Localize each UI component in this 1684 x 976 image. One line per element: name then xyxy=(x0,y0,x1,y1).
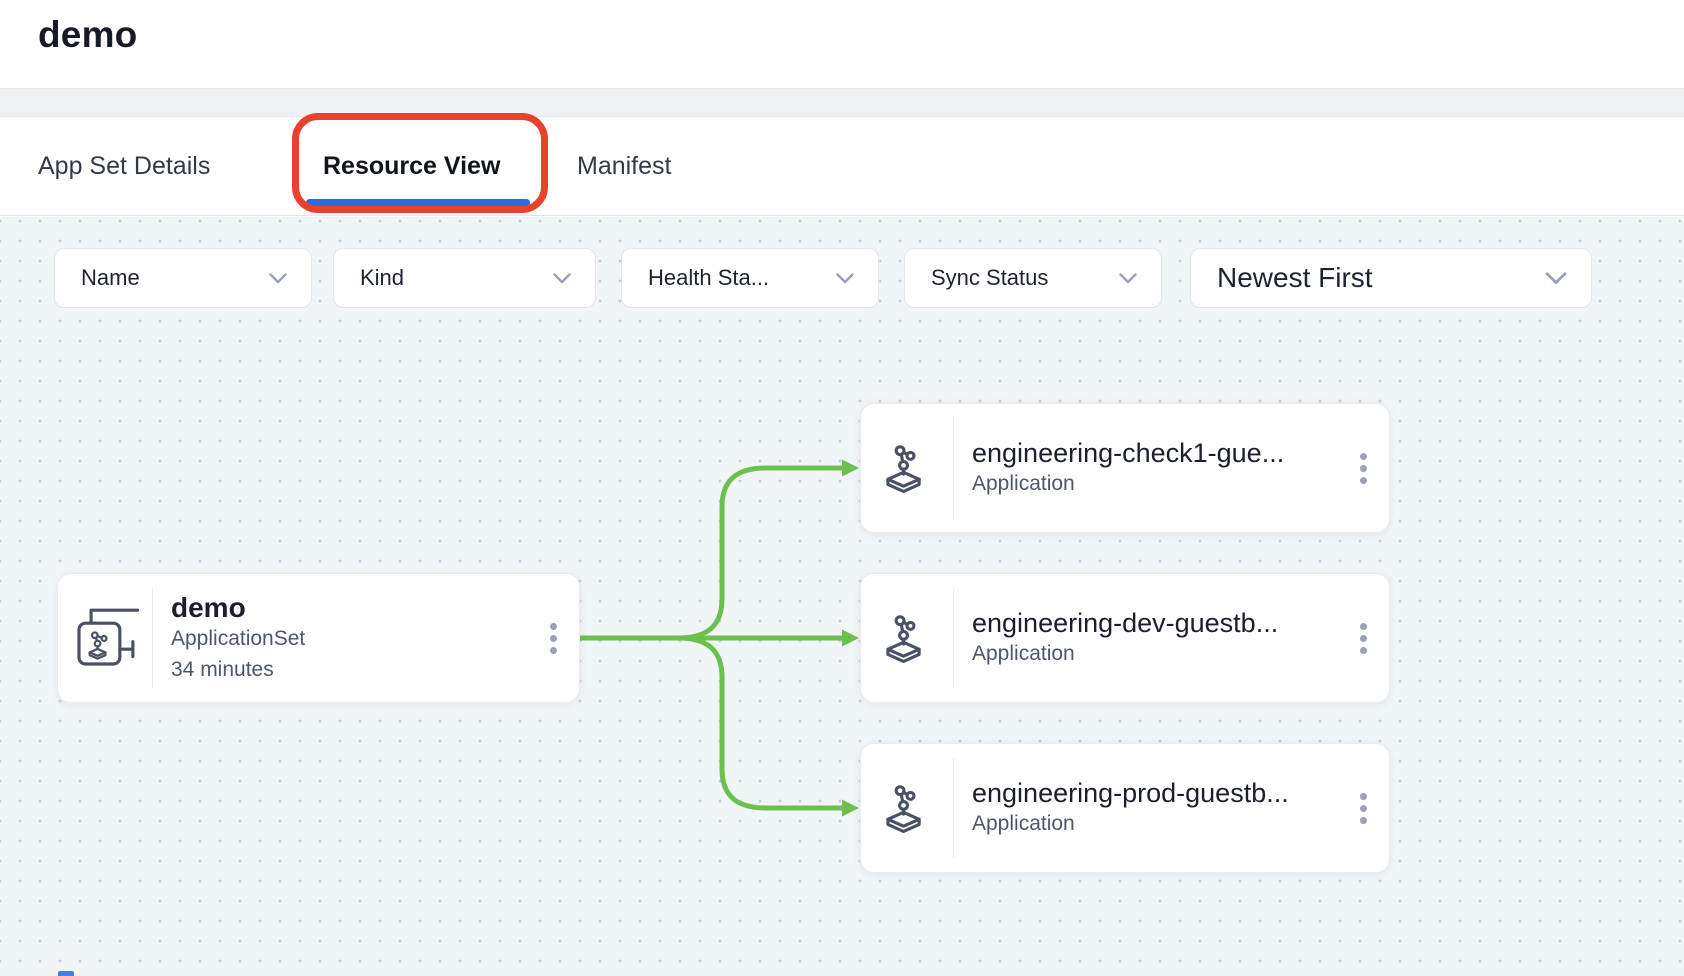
tab-bar: App Set Details Resource View Manifest xyxy=(0,113,1684,216)
node-kind: Application xyxy=(972,471,1075,495)
node-text: demo ApplicationSet 34 minutes xyxy=(153,574,536,702)
arrowhead-icon xyxy=(842,799,859,817)
node-text: engineering-check1-gue... Application xyxy=(954,404,1346,532)
node-kind: Application xyxy=(972,641,1075,665)
node-title: engineering-prod-guestb... xyxy=(972,777,1289,808)
node-icon-column xyxy=(861,404,953,532)
page-title: demo xyxy=(38,14,138,55)
chevron-down-icon xyxy=(1545,271,1567,284)
tab-app-set-details-label: App Set Details xyxy=(38,151,211,180)
chevron-down-icon xyxy=(269,272,287,283)
node-application-1[interactable]: engineering-check1-gue... Application xyxy=(860,403,1390,533)
node-divider xyxy=(152,588,153,688)
sort-order-dropdown[interactable]: Newest First xyxy=(1190,248,1592,308)
kebab-menu-icon[interactable] xyxy=(1346,783,1381,834)
node-title: engineering-check1-gue... xyxy=(972,437,1285,468)
node-kind: ApplicationSet xyxy=(171,627,306,651)
filter-kind-dropdown[interactable]: Kind xyxy=(333,248,596,308)
resource-graph-canvas[interactable]: Name Kind Health Sta... Sync Status Newe… xyxy=(0,217,1684,976)
node-kind: Application xyxy=(972,811,1075,835)
chevron-down-icon xyxy=(836,272,854,283)
filter-health-status-dropdown[interactable]: Health Sta... xyxy=(621,248,879,308)
node-divider xyxy=(953,418,954,518)
chevron-down-icon xyxy=(553,272,571,283)
node-age: 34 minutes xyxy=(171,657,274,681)
edge-to-child-1 xyxy=(580,465,843,641)
node-icon-column xyxy=(58,574,152,702)
kebab-menu-icon[interactable] xyxy=(1346,613,1381,664)
filter-kind-label: Kind xyxy=(360,265,405,290)
tab-manifest-label: Manifest xyxy=(577,151,672,180)
node-application-3[interactable]: engineering-prod-guestb... Application xyxy=(860,743,1390,873)
filter-sync-status-dropdown[interactable]: Sync Status xyxy=(904,248,1162,308)
tab-manifest[interactable]: Manifest xyxy=(577,117,671,215)
filter-sync-status-label: Sync Status xyxy=(931,265,1049,290)
filter-health-status-label: Health Sta... xyxy=(648,265,770,290)
node-divider xyxy=(953,758,954,858)
node-text: engineering-prod-guestb... Application xyxy=(954,744,1346,872)
node-text: engineering-dev-guestb... Application xyxy=(954,574,1346,702)
node-icon-column xyxy=(861,744,953,872)
arrowhead-icon xyxy=(842,629,859,647)
tab-resource-view-label: Resource View xyxy=(323,151,501,180)
sort-order-label: Newest First xyxy=(1217,262,1373,293)
application-icon xyxy=(886,615,921,663)
application-icon xyxy=(886,445,921,493)
node-title: engineering-dev-guestb... xyxy=(972,607,1279,638)
bottom-left-partial-control[interactable] xyxy=(58,971,74,976)
filter-name-label: Name xyxy=(81,265,140,290)
kebab-menu-icon[interactable] xyxy=(1346,443,1381,494)
filter-name-dropdown[interactable]: Name xyxy=(54,248,312,308)
kebab-menu-icon[interactable] xyxy=(536,613,571,664)
node-icon-column xyxy=(861,574,953,702)
header-divider-strip xyxy=(0,88,1684,117)
node-title: demo xyxy=(171,591,246,623)
active-tab-underline xyxy=(306,199,530,206)
application-icon xyxy=(886,785,921,833)
arrowhead-icon xyxy=(842,459,859,477)
applicationset-icon xyxy=(77,608,140,666)
node-divider xyxy=(953,588,954,688)
chevron-down-icon xyxy=(1119,272,1137,283)
node-application-2[interactable]: engineering-dev-guestb... Application xyxy=(860,573,1390,703)
node-applicationset-root[interactable]: demo ApplicationSet 34 minutes xyxy=(57,573,580,703)
edge-to-child-3 xyxy=(580,635,843,811)
page-header: demo xyxy=(0,0,1684,88)
tab-app-set-details[interactable]: App Set Details xyxy=(38,117,210,215)
tab-resource-view[interactable]: Resource View xyxy=(323,117,500,215)
